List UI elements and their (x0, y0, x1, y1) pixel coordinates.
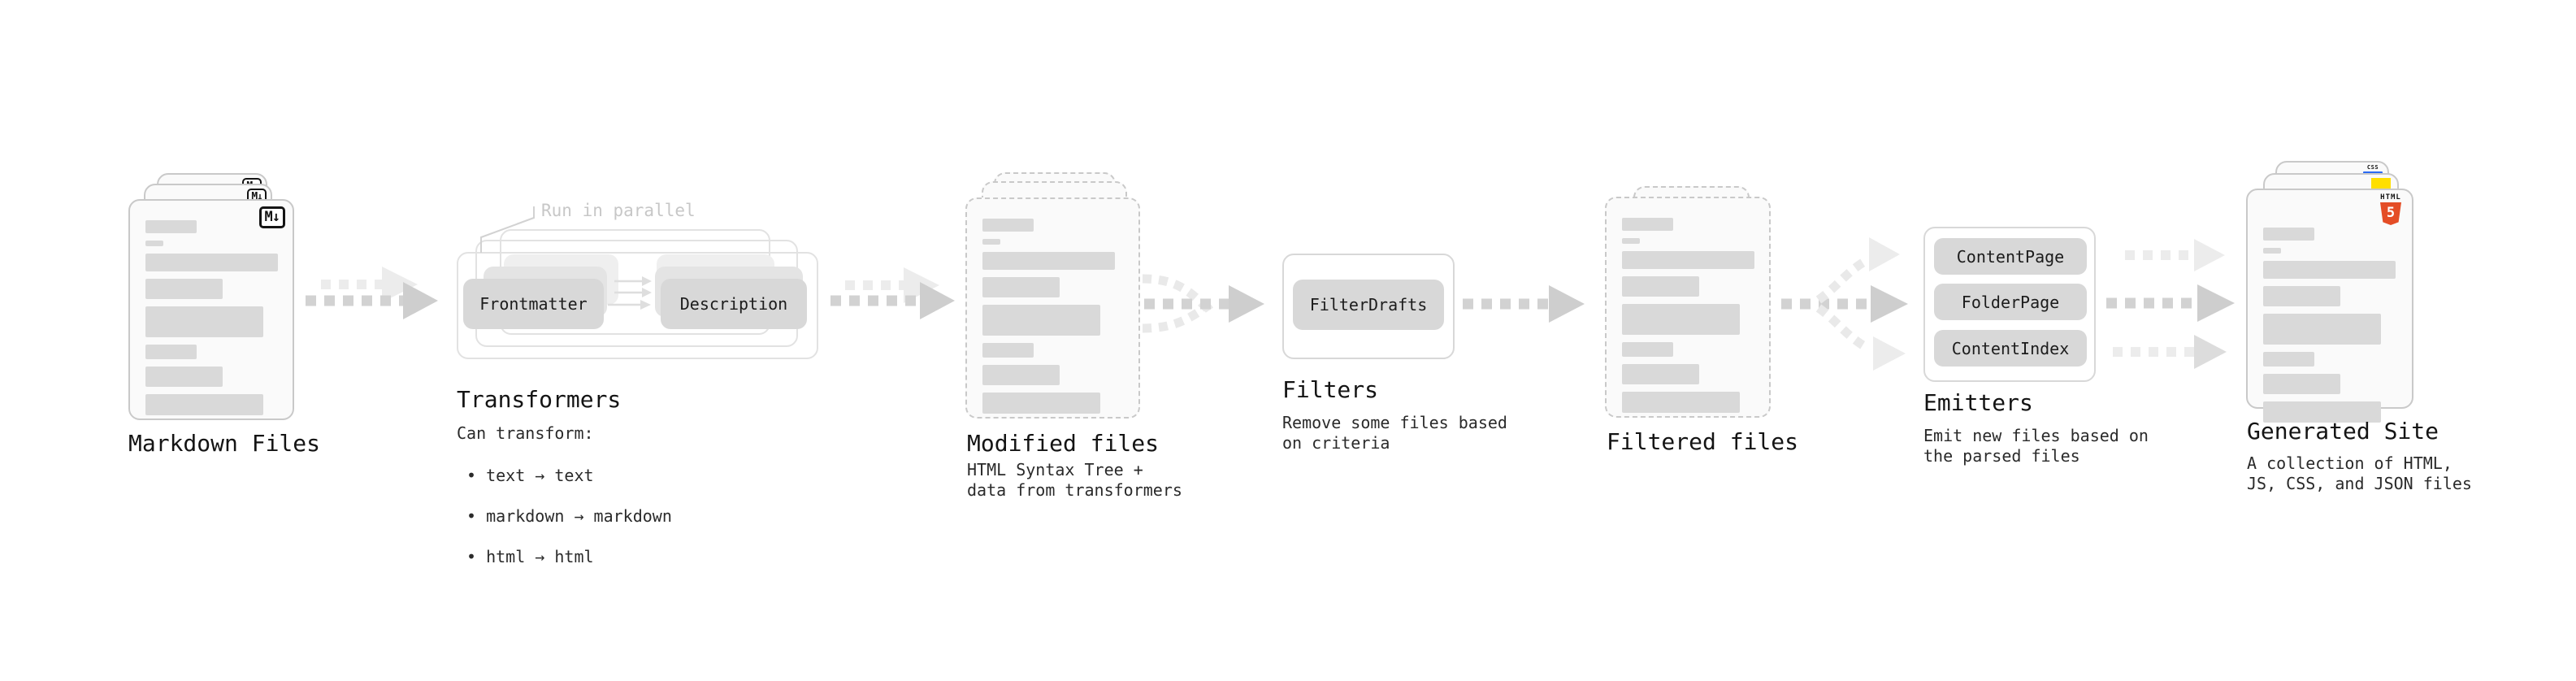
content-bar (982, 219, 1034, 232)
file-card-front: M↓ (128, 199, 294, 420)
filters-desc: Remove some files based on criteria (1282, 413, 1507, 453)
html5-icon-number: 5 (2386, 205, 2396, 221)
bullet-item: • html → html (466, 547, 594, 566)
html5-icon-shield: 5 (2380, 202, 2401, 225)
transformers-desc-heading: Can transform: (457, 423, 594, 443)
stage-title-filtered-files: Filtered files (1607, 428, 1799, 455)
description-pill-label: Description (679, 294, 788, 314)
stage-title-generated-site: Generated Site (2247, 418, 2439, 445)
content-bar (982, 393, 1100, 414)
content-bar (1622, 392, 1740, 413)
emitter-pill-contentindex: ContentIndex (1934, 330, 2087, 367)
emitters-desc: Emit new files based on the parsed files (1923, 426, 2149, 466)
content-bar (1622, 251, 1754, 269)
arrow-filtered-to-emitters-split (1781, 237, 1908, 371)
content-bar (1622, 238, 1640, 244)
content-bar (1622, 276, 1699, 297)
emitter-pill-label: FolderPage (1961, 292, 2060, 312)
file-card-front: HTML 5 (2246, 189, 2413, 423)
description-pill: Description (661, 279, 807, 329)
arrows-emitters-to-generated (2106, 239, 2235, 369)
content-bar (1622, 218, 1673, 231)
emitter-pill-label: ContentIndex (1951, 338, 2070, 358)
file-content-placeholder (145, 220, 278, 423)
arrow-modified-to-filters-merge (1142, 274, 1264, 333)
modified-files-desc: HTML Syntax Tree + data from transformer… (967, 460, 1182, 500)
filterdrafts-pill: FilterDrafts (1293, 280, 1444, 330)
arrow-transformers-to-modified (830, 267, 955, 319)
content-bar (2263, 401, 2381, 423)
bullet-item: • text → text (466, 466, 594, 485)
stage-title-filters: Filters (1282, 376, 1379, 403)
file-card-front (965, 197, 1140, 419)
css-file-icon: CSS (2363, 165, 2383, 174)
stage-title-modified-files: Modified files (967, 430, 1160, 457)
content-bar (2263, 261, 2396, 279)
content-bar (2263, 286, 2340, 306)
html5-icon: HTML 5 (2374, 193, 2407, 225)
css-file-icon-label: CSS (2366, 164, 2379, 171)
content-bar (145, 306, 263, 337)
css-file-icon-bar (2363, 171, 2383, 174)
content-bar (145, 279, 223, 299)
content-bar (982, 305, 1100, 336)
content-bar (145, 241, 163, 246)
frontmatter-pill-label: Frontmatter (479, 294, 588, 314)
filterdrafts-pill-label: FilterDrafts (1309, 295, 1428, 314)
content-bar (982, 343, 1034, 358)
html5-icon-word: HTML (2380, 193, 2401, 202)
emitter-pill-label: ContentPage (1956, 246, 2065, 267)
markdown-icon: M↓ (258, 206, 285, 228)
content-bar (982, 239, 1000, 245)
content-bar (145, 367, 223, 387)
content-bar (145, 220, 197, 233)
file-content-placeholder (2263, 228, 2396, 430)
bullet-item: • markdown → markdown (466, 506, 672, 526)
content-bar (145, 394, 263, 415)
file-content-placeholder (1622, 218, 1754, 420)
content-bar (2263, 352, 2314, 367)
stage-title-transformers: Transformers (457, 386, 622, 413)
stage-title-emitters: Emitters (1923, 389, 2033, 416)
content-bar (982, 252, 1115, 270)
arrow-filters-to-filtered (1463, 285, 1585, 323)
generated-site-desc: A collection of HTML, JS, CSS, and JSON … (2247, 453, 2472, 493)
run-in-parallel-annotation: Run in parallel (541, 201, 696, 220)
content-bar (145, 345, 197, 359)
file-card-front (1605, 197, 1771, 418)
emitter-pill-contentpage: ContentPage (1934, 238, 2087, 275)
content-bar (2263, 374, 2340, 394)
content-bar (145, 254, 278, 271)
content-bar (1622, 342, 1673, 357)
content-bar (2263, 314, 2381, 345)
content-bar (2263, 228, 2314, 241)
content-bar (1622, 364, 1699, 384)
transformers-bullet-list: • text → text • markdown → markdown • ht… (466, 445, 672, 588)
content-bar (982, 277, 1060, 297)
content-bar (2263, 248, 2281, 254)
arrow-markdown-to-transformers (306, 267, 438, 319)
file-content-placeholder (982, 219, 1115, 421)
emitter-pill-folderpage: FolderPage (1934, 284, 2087, 320)
content-bar (1622, 304, 1740, 335)
transformer-frame-front (457, 252, 818, 359)
stage-title-markdown-files: Markdown Files (128, 430, 321, 457)
content-bar (982, 365, 1060, 385)
frontmatter-pill: Frontmatter (463, 279, 604, 329)
